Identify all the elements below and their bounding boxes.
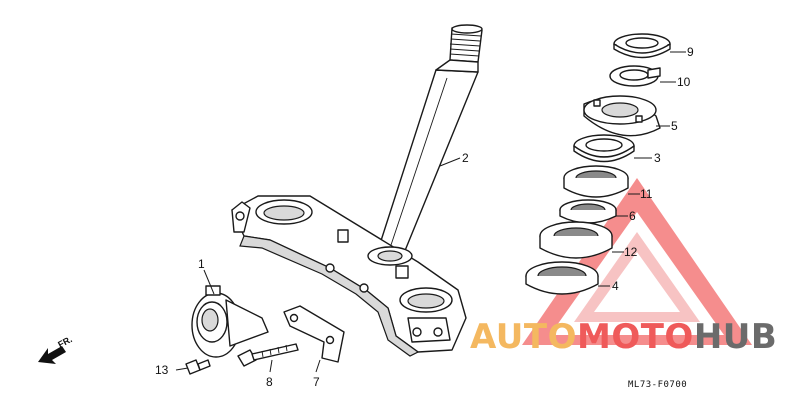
callout-numbers: 1 2 3 4 5 6 7 8 9 10 11 12 13 — [155, 45, 694, 389]
front-marker-label: FR. — [56, 334, 73, 350]
front-arrow: FR. — [38, 334, 74, 364]
screw-13 — [185, 359, 211, 375]
bolt-8 — [237, 343, 299, 367]
dust-seal-3 — [573, 134, 635, 163]
watermark-logo-triangle — [522, 178, 752, 345]
horn — [191, 285, 269, 358]
callout-8: 8 — [266, 375, 273, 389]
callout-4: 4 — [612, 279, 619, 293]
leader-lines — [175, 51, 686, 373]
callout-2: 2 — [462, 151, 469, 165]
bearing-4 — [525, 261, 599, 295]
callout-9: 9 — [687, 45, 694, 59]
horn-bracket — [283, 305, 345, 363]
callout-7: 7 — [313, 375, 320, 389]
callout-13: 13 — [155, 363, 169, 377]
callout-5: 5 — [671, 119, 678, 133]
callout-11: 11 — [640, 187, 653, 201]
adjusting-nut-5 — [583, 95, 661, 137]
bearing-6 — [559, 199, 617, 224]
diagram-code: ML73-F0700 — [628, 380, 687, 390]
callout-12: 12 — [624, 245, 638, 259]
callout-3: 3 — [654, 151, 661, 165]
bearing-race-12 — [539, 221, 613, 259]
bottom-bridge — [231, 195, 467, 357]
steering-stem — [377, 24, 483, 259]
watermark-text: AUTOMOTOHUB — [470, 317, 777, 357]
svg-text:AUTOMOTOHUB: AUTOMOTOHUB — [470, 317, 777, 357]
callout-6: 6 — [629, 209, 636, 223]
lock-nut-9 — [613, 33, 671, 59]
lock-washer-10 — [609, 65, 661, 87]
callout-1: 1 — [198, 257, 205, 271]
watermark-part-1: AUTO — [470, 317, 577, 357]
callout-10: 10 — [677, 75, 691, 89]
bearing-race-11 — [563, 165, 629, 198]
watermark-part-3: HUB — [694, 317, 777, 357]
watermark-part-2: MOTO — [577, 317, 694, 357]
